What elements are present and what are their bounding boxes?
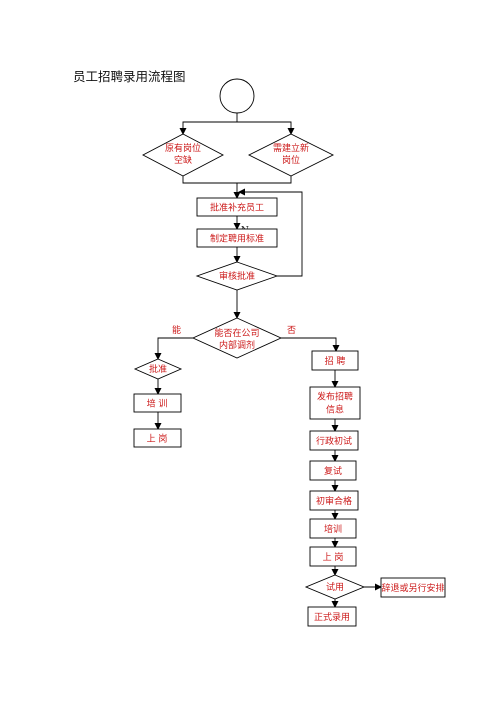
formal-hire-label: 正式录用: [314, 611, 350, 623]
approve-label: 批准: [149, 363, 167, 375]
publish-recruit-info-line1: 发布招聘: [317, 391, 353, 403]
box-admin-first-interview: [309, 430, 359, 451]
onboard-right-label: 上 岗: [323, 552, 344, 563]
connector-start-right: [237, 121, 295, 135]
label-no: 否: [287, 325, 296, 336]
new-post-needed-line1: 需建立新: [273, 142, 309, 154]
box-onboard-right: [309, 546, 357, 567]
second-interview-label: 复试: [324, 465, 342, 477]
connector-review-loop: [238, 188, 303, 277]
box-publish-recruit-info: [309, 386, 361, 420]
box-onboard-left: [133, 428, 182, 448]
approve-staff-supplement-label: 批准补充员工: [210, 202, 264, 214]
box-training-right: [309, 518, 357, 539]
start-node: [219, 78, 255, 114]
diamond-new-post-needed: [247, 133, 335, 177]
set-hiring-criteria-label: 制定聘用标准: [210, 233, 264, 245]
diamond-internal-transfer: [191, 317, 283, 359]
box-formal-hire: [307, 606, 357, 627]
onboard-left-label: 上 岗: [147, 434, 168, 445]
recruit-label: 招 聘: [325, 355, 346, 367]
internal-transfer-line1: 能否在公司: [214, 327, 259, 339]
first-review-passed-label: 初审合格: [316, 495, 352, 507]
box-second-interview: [309, 460, 357, 481]
probation-label: 试用: [326, 581, 344, 593]
training-left-label: 培 训: [147, 398, 168, 410]
diamond-existing-post-vacant: [142, 133, 224, 177]
existing-post-vacant-line2: 空缺: [174, 154, 192, 166]
internal-transfer-line2: 内部调剂: [219, 339, 255, 351]
connector-merge: [182, 176, 292, 184]
page-title: 员工招聘录用流程图: [73, 69, 186, 84]
admin-first-interview-label: 行政初试: [316, 435, 352, 447]
publish-recruit-info-line2: 信息: [326, 404, 344, 416]
box-training-left: [133, 393, 182, 413]
new-post-needed-line2: 岗位: [282, 154, 300, 166]
training-right-label: 培训: [324, 523, 342, 535]
existing-post-vacant-line1: 原有岗位: [165, 142, 201, 154]
box-first-review-passed: [309, 490, 359, 511]
box-dismiss-or-reassign: [380, 577, 446, 598]
dismiss-or-reassign-label: 辞退或另行安排: [381, 582, 444, 594]
connector-yes-branch: [154, 337, 193, 360]
connector-no-branch: [281, 337, 340, 352]
review-approve-label: 审核批准: [219, 270, 255, 282]
label-yes: 能: [172, 324, 181, 336]
connector-start-left: [179, 113, 238, 135]
